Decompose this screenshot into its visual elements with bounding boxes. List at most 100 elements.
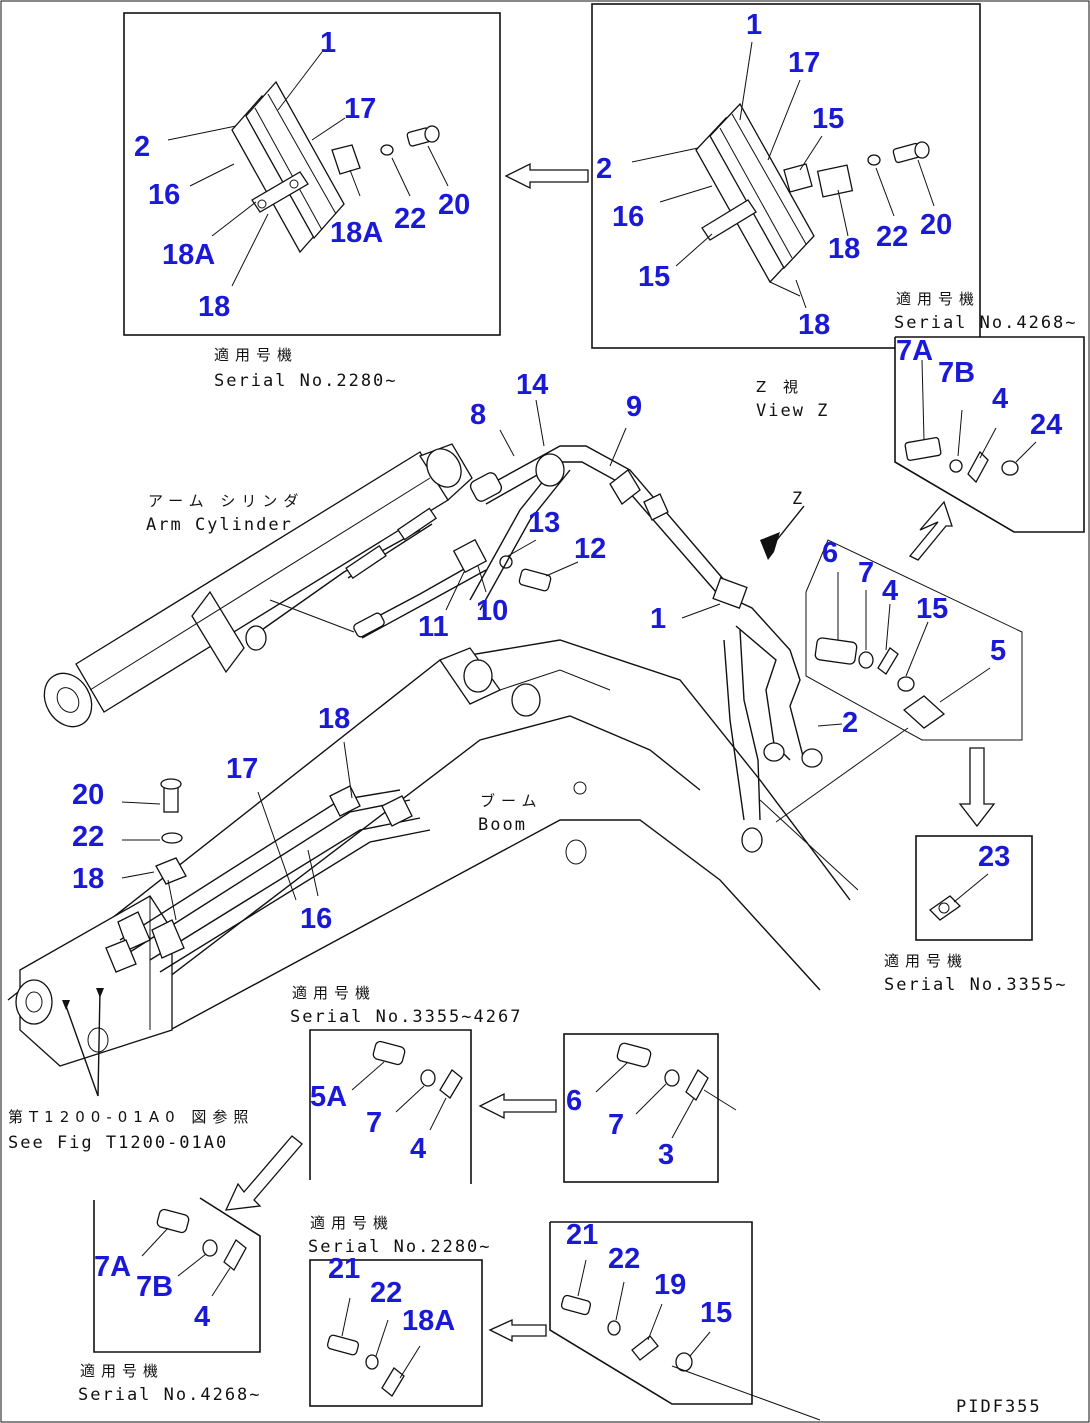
detail-box-21-22-19-15 [549,1221,821,1421]
main-leaders [257,399,1022,901]
caption-view-z-jp: Z 視 [756,378,804,396]
callout-18: 18 [828,233,860,265]
callout-19: 19 [654,1269,686,1301]
detail-box-serial-3355 [915,835,1033,941]
hollow-arrow-left-2 [478,1092,557,1120]
callout-4: 4 [992,383,1008,415]
callout-22: 22 [72,821,104,853]
caption-serial: Serial No.4268~ [894,313,1078,333]
caption-boom-jp: ブーム [480,792,543,810]
callout-1: 1 [746,9,762,41]
detail-box-serial-3355-4267 [309,1029,472,1184]
caption-serial-jp: 適用号機 [310,1214,394,1232]
callout-18a: 18A [162,239,215,271]
callout-2: 2 [134,131,150,163]
drawing-code: PIDF355 [956,1397,1042,1417]
callout-10: 10 [476,595,508,627]
boom-drawing [7,639,851,1067]
callout-18: 18 [798,309,830,341]
detail-view-z-bracket [805,539,1023,741]
callout-7b: 7B [938,357,975,389]
caption-serial-jp: 適用号機 [80,1362,164,1380]
hollow-arrow-left [504,162,589,190]
callout-labels: 1 2 17 16 18A 18A 22 20 18 1 17 15 2 16 … [72,9,1062,1337]
hollow-arrow-diagonal [224,1135,303,1211]
callout-20: 20 [72,779,104,811]
callout-14: 14 [516,369,548,401]
callout-15: 15 [700,1297,732,1329]
caption-serial: Serial No.3355~ [884,975,1068,995]
caption-see-fig: See Fig T1200-01A0 [8,1133,228,1153]
caption-serial: Serial No.2280~ [308,1237,492,1257]
callout-4: 4 [410,1133,426,1165]
callout-24: 24 [1030,409,1062,441]
callout-22: 22 [394,203,426,235]
callout-17: 17 [788,47,820,79]
callout-12: 12 [574,533,606,565]
callout-16: 16 [148,179,180,211]
callout-16: 16 [300,903,332,935]
bolt-stack-left [121,778,187,921]
caption-arm-cylinder: Arm Cylinder [146,515,293,535]
caption-serial: Serial No.3355~4267 [290,1007,522,1027]
callout-2: 2 [842,707,858,739]
detail-box-6-7-3 [563,1033,737,1183]
detail-box-serial-2280-top [123,12,501,336]
callout-16: 16 [612,201,644,233]
callout-18: 18 [318,703,350,735]
callout-20: 20 [438,189,470,221]
detail-box-serial-4268-bottom [93,1197,261,1353]
callout-11: 11 [418,611,449,643]
callout-21: 21 [328,1253,360,1285]
detail-box-serial-2280-bottom [309,1259,483,1407]
callout-7a: 7A [94,1251,131,1283]
captions: 適用号機 Serial No.2280~ Z 視 View Z 適用号機 Ser… [8,290,1078,1417]
callout-18: 18 [198,291,230,323]
callout-9: 9 [626,391,642,423]
callout-22: 22 [608,1243,640,1275]
callout-13: 13 [528,507,560,539]
callout-7: 7 [366,1107,382,1139]
arm-pipes [469,445,725,611]
view-z-marker: Z [792,489,804,509]
boom-hoses [105,785,431,973]
callout-21: 21 [566,1219,598,1251]
callout-17: 17 [226,753,258,785]
callout-7a: 7A [896,335,933,367]
hollow-arrow-up [908,500,953,561]
clamp-assembly-drawing [231,80,440,254]
arm-cylinder-drawing [43,443,473,728]
caption-serial-jp: 適用号機 [214,346,298,364]
callout-1: 1 [650,603,666,635]
callout-22: 22 [370,1277,402,1309]
callout-7: 7 [858,557,874,589]
caption-serial-jp: 適用号機 [896,290,980,308]
callout-17: 17 [344,93,376,125]
callout-6: 6 [822,537,838,569]
callout-7b: 7B [136,1271,173,1303]
callout-6: 6 [566,1085,582,1117]
callout-22: 22 [876,221,908,253]
callout-18a: 18A [402,1305,455,1337]
callout-7: 7 [608,1109,624,1141]
callout-20: 20 [920,209,952,241]
caption-serial: Serial No.2280~ [214,371,398,391]
callout-18: 18 [72,863,104,895]
callout-8: 8 [470,399,486,431]
caption-serial-jp: 適用号機 [884,952,968,970]
caption-arm-cylinder-jp: アーム シリンダ [148,492,304,510]
callout-5: 5 [990,635,1006,667]
see-fig-arrows [62,988,104,1097]
callout-4: 4 [194,1301,210,1333]
caption-see-fig-jp: 第T1200-01A0 図参照 [8,1108,254,1126]
callout-1: 1 [320,27,336,59]
callout-4: 4 [882,575,898,607]
callout-2: 2 [596,153,612,185]
callout-18a: 18A [330,217,383,249]
caption-serial: Serial No.4268~ [78,1385,262,1405]
callout-15: 15 [812,103,844,135]
callout-23: 23 [978,841,1010,873]
detail-box-serial-4268 [894,336,1085,533]
clamp-assembly-drawing [695,102,930,297]
